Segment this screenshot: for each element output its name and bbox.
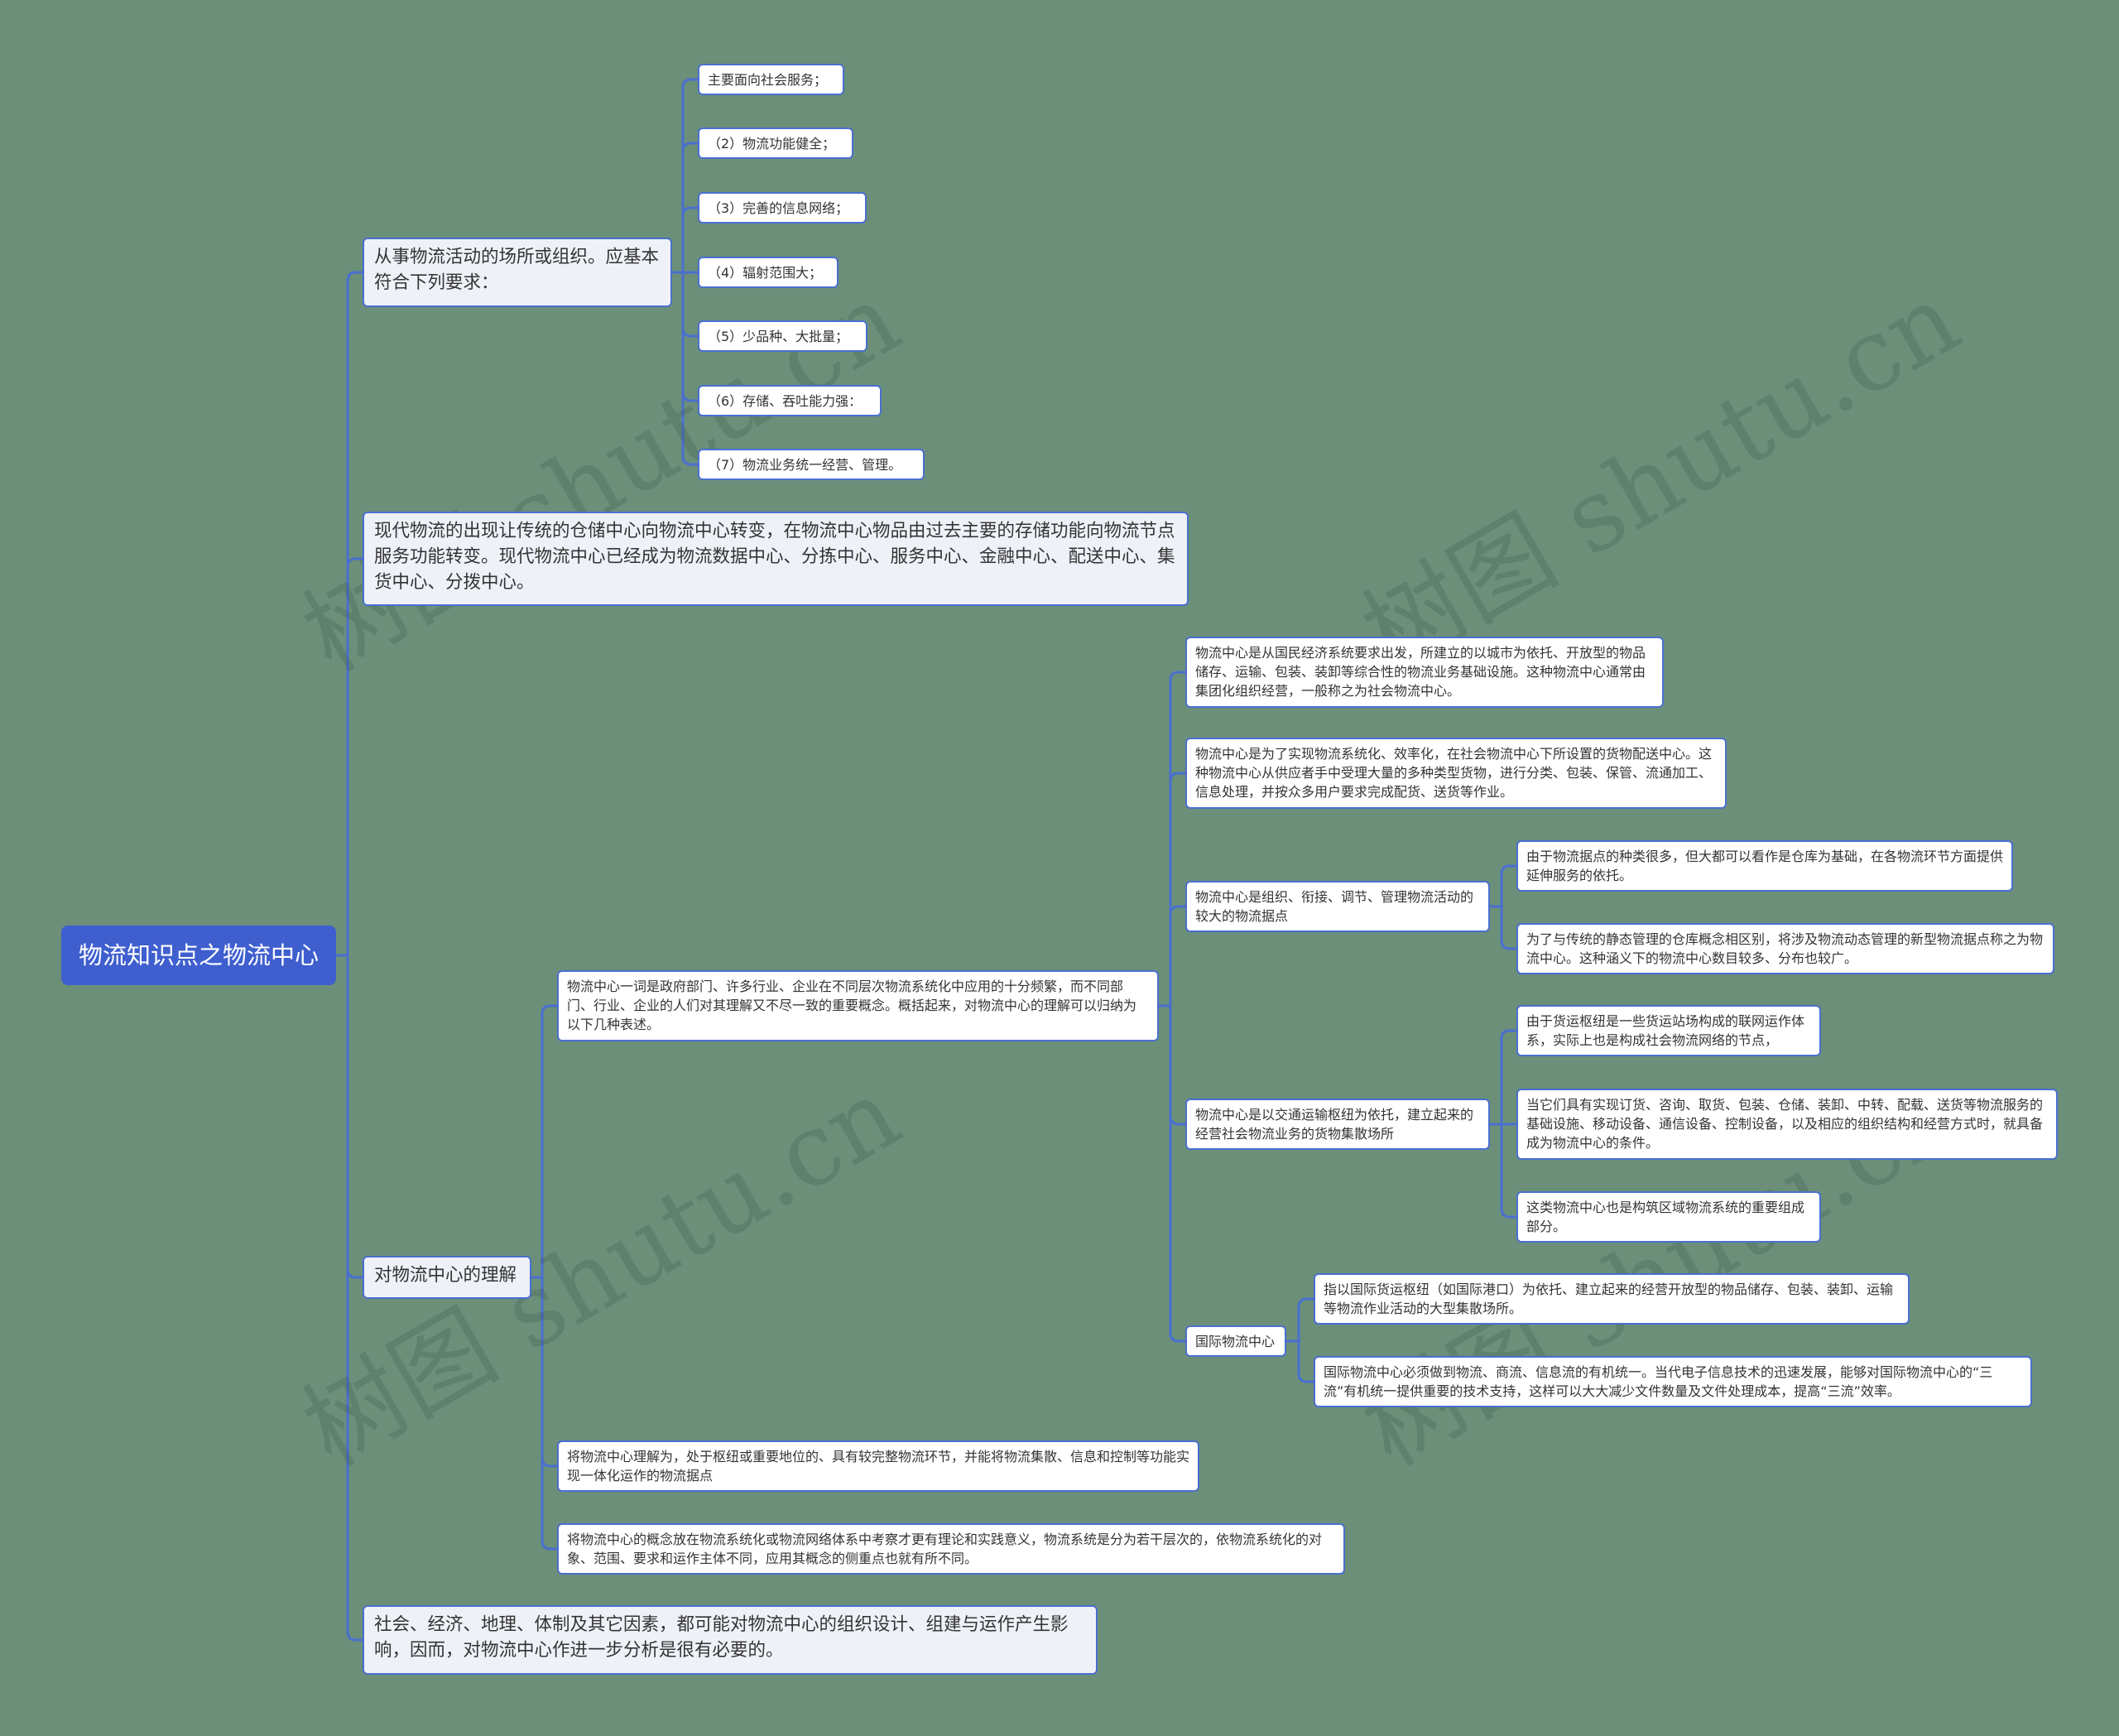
- requirement-item[interactable]: （7）物流业务统一经营、管理。: [698, 449, 925, 480]
- requirement-item[interactable]: （4）辐射范围大；: [698, 257, 838, 288]
- requirement-item[interactable]: （6）存储、吞吐能力强：: [698, 385, 882, 416]
- definition-transport-hub[interactable]: 物流中心是以交通运输枢纽为依托，建立起来的经营社会物流业务的货物集散场所: [1185, 1099, 1490, 1150]
- requirement-item[interactable]: 主要面向社会服务；: [698, 64, 844, 95]
- base-detail[interactable]: 为了与传统的静态管理的仓库概念相区别，将涉及物流动态管理的新型物流据点称之为物流…: [1516, 923, 2054, 974]
- requirement-item[interactable]: （2）物流功能健全；: [698, 127, 853, 159]
- connector-d5: [1286, 1297, 1314, 1383]
- definition-social-center[interactable]: 物流中心是从国民经济系统要求出发，所建立的以城市为依托、开放型的物品储存、运输、…: [1185, 637, 1664, 708]
- system-understanding[interactable]: 将物流中心的概念放在物流系统化或物流网络体系中考察才更有理论和实践意义，物流系统…: [557, 1523, 1345, 1575]
- topic-further-analysis[interactable]: 社会、经济、地理、体制及其它因素，都可能对物流中心的组织设计、组建与运作产生影响…: [363, 1605, 1098, 1675]
- hub-detail[interactable]: 当它们具有实现订货、咨询、取货、包装、仓储、装卸、中转、配载、送货等物流服务的基…: [1516, 1089, 2058, 1160]
- requirement-item[interactable]: （3）完善的信息网络；: [698, 192, 867, 224]
- definition-international-center[interactable]: 国际物流中心: [1185, 1325, 1286, 1357]
- connector-c0: [1159, 671, 1185, 1343]
- root-topic[interactable]: 物流知识点之物流中心: [61, 926, 336, 985]
- international-detail[interactable]: 国际物流中心必须做到物流、商流、信息流的有机统一。当代电子信息技术的迅速发展，能…: [1314, 1356, 2032, 1407]
- connector-root: [336, 271, 363, 1642]
- topic-requirements[interactable]: 从事物流活动的场所或组织。应基本符合下列要求：: [363, 238, 672, 307]
- definition-distribution-center[interactable]: 物流中心是为了实现物流系统化、效率化，在社会物流中心下所设置的货物配送中心。这种…: [1185, 738, 1727, 809]
- topic-modern-logistics[interactable]: 现代物流的出现让传统的仓储中心向物流中心转变，在物流中心物品由过去主要的存储功能…: [363, 512, 1189, 606]
- base-detail[interactable]: 由于物流据点的种类很多，但大都可以看作是仓库为基础，在各物流环节方面提供延伸服务…: [1516, 840, 2013, 892]
- connector-b1: [672, 78, 698, 466]
- topic-understanding[interactable]: 对物流中心的理解: [363, 1256, 531, 1299]
- connector-d4: [1490, 1029, 1516, 1219]
- concept-summary[interactable]: 物流中心一词是政府部门、许多行业、企业在不同层次物流系统化中应用的十分频繁，而不…: [557, 970, 1159, 1041]
- connector-d3: [1490, 864, 1516, 950]
- international-detail[interactable]: 指以国际货运枢纽（如国际港口）为依托、建立起来的经营开放型的物品储存、包装、装卸…: [1314, 1273, 1910, 1325]
- requirement-item[interactable]: （5）少品种、大批量；: [698, 320, 867, 352]
- hub-detail[interactable]: 这类物流中心也是构筑区域物流系统的重要组成部分。: [1516, 1191, 1821, 1243]
- connector-b3: [531, 1004, 557, 1551]
- definition-logistics-base[interactable]: 物流中心是组织、衔接、调节、管理物流活动的较大的物流据点: [1185, 881, 1490, 932]
- hub-understanding[interactable]: 将物流中心理解为，处于枢纽或重要地位的、具有较完整物流环节，并能将物流集散、信息…: [557, 1440, 1199, 1492]
- hub-detail[interactable]: 由于货运枢纽是一些货运站场构成的联网运作体系，实际上也是构成社会物流网络的节点，: [1516, 1005, 1821, 1056]
